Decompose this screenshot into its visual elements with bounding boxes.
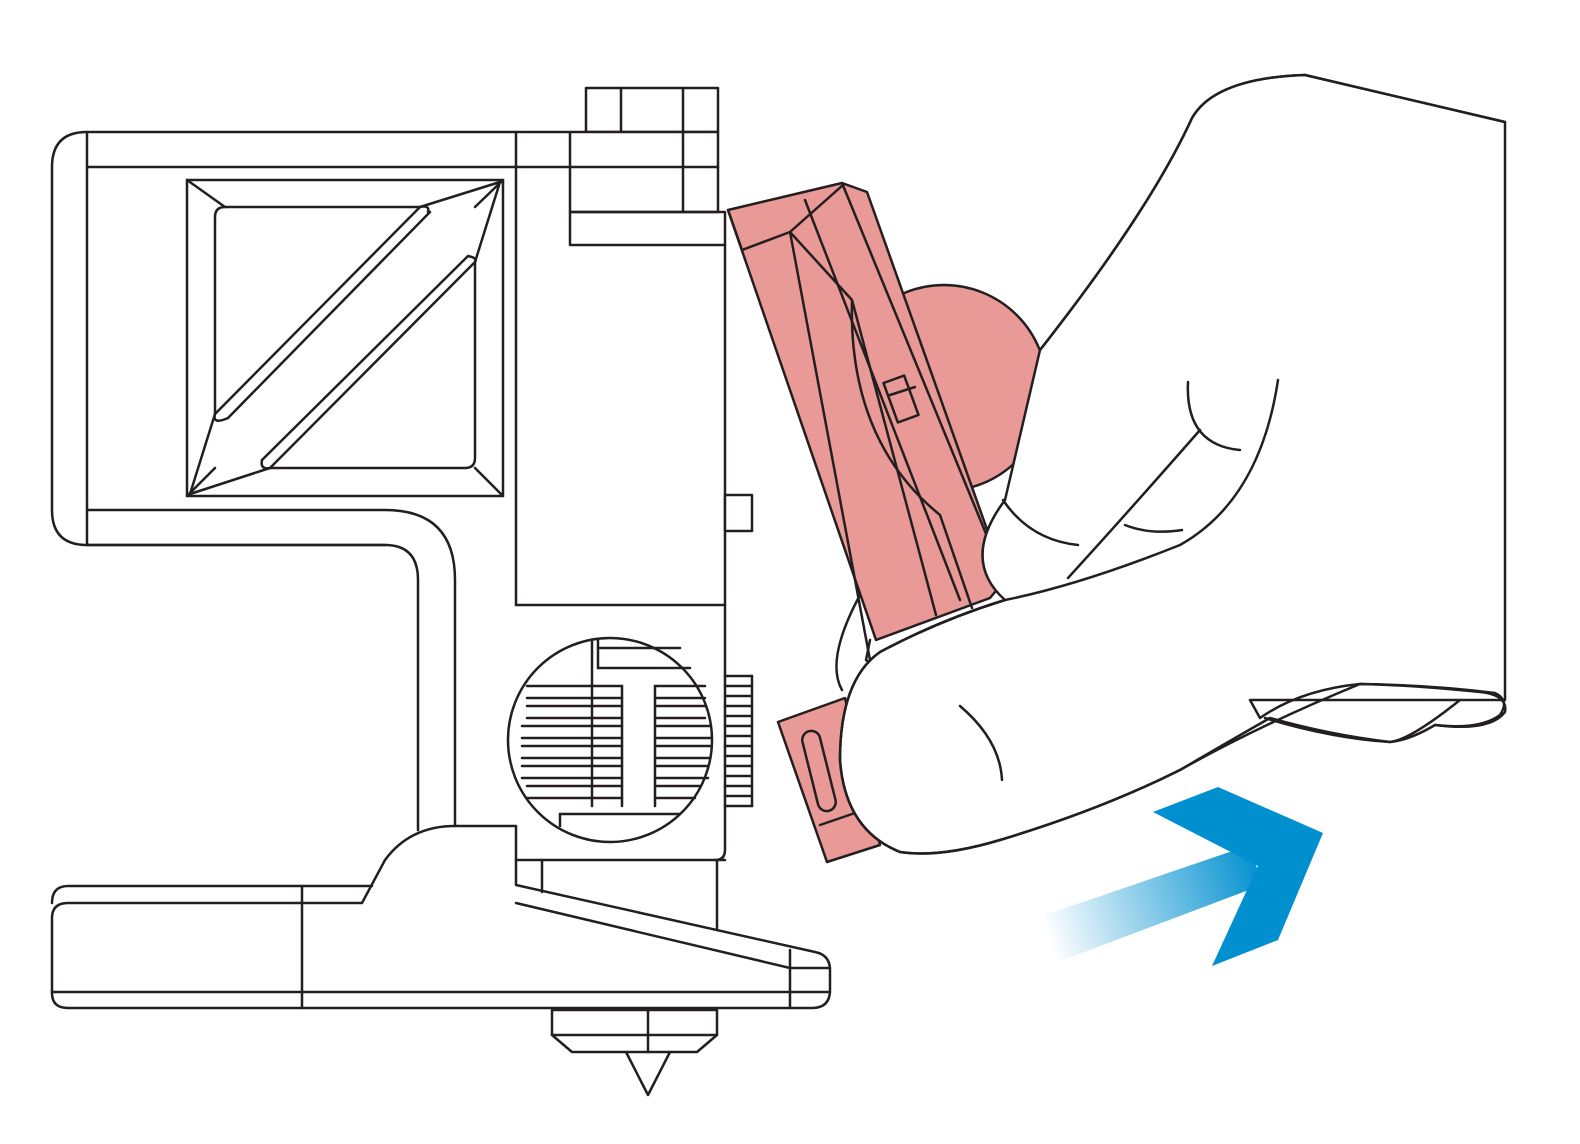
accessory-clip-icon <box>726 181 1049 864</box>
hand-icon <box>835 73 1507 855</box>
device-body-icon <box>50 86 832 1097</box>
direction-arrow-icon <box>1045 787 1323 966</box>
